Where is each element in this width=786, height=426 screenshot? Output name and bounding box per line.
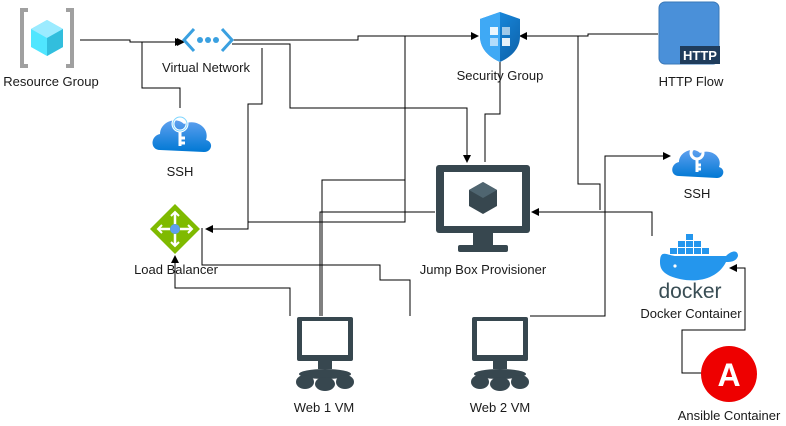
- connector-jumpbox-web1: [319, 211, 435, 316]
- connector-ssh-vnet: [141, 38, 183, 108]
- resource-group-icon: [20, 8, 74, 68]
- connector-lb-web1: [171, 255, 291, 316]
- docker-node[interactable]: docker Docker Container: [640, 234, 742, 321]
- ansible-label: Ansible Container: [678, 408, 781, 423]
- jump-box-node[interactable]: Jump Box Provisioner: [420, 165, 547, 277]
- web2-node[interactable]: Web 2 VM: [470, 317, 530, 415]
- http-icon: HTTP: [658, 1, 720, 65]
- http-icon-text: HTTP: [683, 48, 717, 63]
- docker-whale-icon: [660, 234, 738, 281]
- connector-ansible-docker: [681, 264, 746, 374]
- ssh-right-node[interactable]: SSH: [672, 145, 724, 201]
- docker-label: Docker Container: [640, 306, 742, 321]
- load-balancer-label: Load Balancer: [134, 262, 219, 277]
- load-balancer-icon: [150, 204, 200, 254]
- load-balancer-node[interactable]: Load Balancer: [134, 204, 219, 277]
- docker-logo-text: docker: [658, 280, 721, 303]
- connector-web2-lb: [201, 228, 411, 316]
- monitor-icon: [436, 165, 530, 252]
- web1-node[interactable]: Web 1 VM: [294, 317, 354, 415]
- connector-vnet-lb: [205, 48, 263, 233]
- ssh-right-label: SSH: [684, 186, 711, 201]
- connector-sg-lb: [248, 35, 478, 223]
- web1-label: Web 1 VM: [294, 400, 354, 415]
- vm-monitor-icon: [471, 317, 529, 391]
- vm-monitor-icon: [296, 317, 354, 391]
- connector-docker-jumpbox: [531, 208, 653, 236]
- cloud-key-icon: [152, 115, 212, 152]
- security-group-node[interactable]: Security Group: [457, 12, 544, 83]
- web2-label: Web 2 VM: [470, 400, 530, 415]
- jump-box-label: Jump Box Provisioner: [420, 262, 547, 277]
- security-group-label: Security Group: [457, 68, 544, 83]
- ansible-icon: A: [701, 346, 757, 402]
- virtual-network-icon: [181, 27, 235, 53]
- ansible-logo-text: A: [717, 357, 740, 393]
- resource-group-node[interactable]: Resource Group: [3, 8, 99, 89]
- resource-group-label: Resource Group: [3, 74, 98, 89]
- cloud-key-icon: [672, 145, 724, 178]
- shield-icon: [480, 12, 520, 62]
- connector-jumpbox-sg: [484, 62, 501, 162]
- connector-vnet-jumpbox: [232, 43, 471, 163]
- connector-web1-lb: [321, 179, 405, 316]
- connector-vnet-sg: [232, 32, 479, 41]
- connectors: [80, 32, 746, 374]
- connector-sg-docker: [520, 35, 601, 210]
- ansible-node[interactable]: A Ansible Container: [678, 346, 781, 423]
- virtual-network-label: Virtual Network: [162, 60, 250, 75]
- http-flow-node[interactable]: HTTP HTTP Flow: [658, 1, 724, 89]
- connector-web2-ssh: [530, 152, 671, 317]
- http-flow-label: HTTP Flow: [659, 74, 724, 89]
- virtual-network-node[interactable]: Virtual Network: [162, 27, 250, 75]
- ssh-left-node[interactable]: SSH: [152, 115, 212, 179]
- ssh-left-label: SSH: [167, 164, 194, 179]
